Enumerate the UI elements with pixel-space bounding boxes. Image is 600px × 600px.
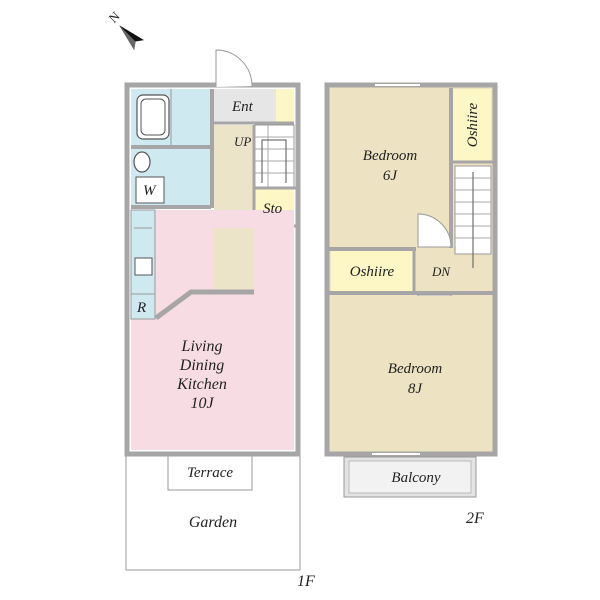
floor-label-2f: 2F <box>466 510 484 527</box>
oshiire-closet-b <box>331 251 414 291</box>
garden-area <box>125 454 301 571</box>
bedroom-8j <box>331 296 491 450</box>
washing-machine-icon <box>135 176 165 204</box>
label-ldk-line1: Living <box>181 338 223 355</box>
bedroom-6j-door <box>417 213 452 248</box>
label-storage: Sto <box>263 201 283 217</box>
label-bedroom-b-size: 8J <box>408 381 424 397</box>
label-bedroom-a-size: 6J <box>383 168 399 184</box>
label-bedroom-b: Bedroom <box>388 361 443 377</box>
fridge-space <box>130 293 156 320</box>
label-terrace: Terrace <box>187 465 233 481</box>
kitchen-partition <box>154 289 254 321</box>
floor-label-1f: 1F <box>297 573 315 590</box>
bathtub-icon <box>136 94 170 140</box>
washbasin-icon <box>133 151 151 173</box>
label-bedroom-a: Bedroom <box>363 148 418 164</box>
label-oshiire-a: Oshiire <box>465 102 481 147</box>
stairs-arrow <box>261 139 287 183</box>
label-garden: Garden <box>189 514 237 531</box>
label-upstairs: UP <box>234 134 251 149</box>
kitchen-counter <box>130 209 156 295</box>
hall-floor-cover <box>214 228 254 290</box>
label-washroom: W <box>143 183 157 199</box>
landing-2f <box>416 251 451 291</box>
label-oshiire-b: Oshiire <box>350 264 395 280</box>
entrance-floor <box>214 89 276 123</box>
terrace-area <box>167 454 253 491</box>
oshiire-closet-a <box>452 89 491 161</box>
compass-label: N <box>106 8 124 26</box>
shoe-closet <box>276 89 294 123</box>
stove-icon <box>134 257 153 276</box>
floor-2f: Bedroom 6J Oshiire Oshiire DN Bedroom 8J… <box>324 82 498 527</box>
label-entrance: Ent <box>231 99 254 115</box>
floor-1f: Ent UP W Sto R Living Dining Kitchen 10J… <box>124 49 315 590</box>
label-downstairs: DN <box>431 264 451 279</box>
label-ldk-line2: Dining <box>179 357 224 374</box>
label-ldk-line3: Kitchen <box>176 376 227 393</box>
entrance-door <box>215 49 253 87</box>
label-fridge: R <box>136 300 146 316</box>
compass: N <box>106 8 145 51</box>
label-balcony: Balcony <box>391 470 440 486</box>
staircase-1f <box>254 124 295 188</box>
label-ldk-size: 10J <box>190 395 214 412</box>
north-arrow-icon <box>119 25 145 51</box>
